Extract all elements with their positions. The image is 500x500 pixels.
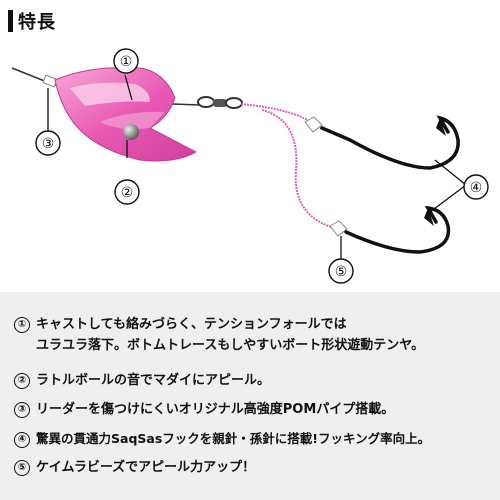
feature-item-1: ① キャストしても絡みづらく、テンションフォールでは ユラユラ落下。ボトムトレース…	[14, 314, 424, 356]
svg-text:③: ③	[42, 136, 55, 152]
assist-line-sub	[261, 109, 335, 229]
svg-text:⑤: ⑤	[335, 264, 348, 280]
bead-1	[304, 116, 323, 133]
feature-text: リーダーを傷つけにくいオリジナル高強度POMパイプ搭載。	[36, 402, 395, 417]
rattle-ball	[123, 124, 139, 140]
sinker-highlight	[70, 82, 150, 106]
feature-number: ④	[14, 432, 30, 448]
feature-item-5: ⑤ ケイムラビーズでアピール力アップ！	[14, 457, 255, 478]
sinker-fin	[100, 111, 165, 130]
feature-list: ① キャストしても絡みづらく、テンションフォールでは ユラユラ落下。ボトムトレース…	[0, 292, 500, 500]
feature-text: ラトルボールの音でマダイにアピール。	[36, 373, 271, 388]
tenya-diagram: ① ② ③ ④ ⑤	[11, 48, 489, 284]
svg-text:①: ①	[120, 54, 133, 70]
callout-4: ④	[463, 174, 489, 200]
callout-5: ⑤	[328, 258, 354, 284]
main-hook	[320, 115, 460, 170]
svg-text:④: ④	[470, 180, 483, 196]
feature-text: 驚異の貫通力SaqSasフックを親針・孫針に搭載!フッキング率向上。	[36, 431, 431, 446]
sinker-head	[54, 67, 198, 162]
stinger-hook	[344, 205, 451, 254]
callout-2: ②	[114, 179, 140, 205]
page-title: 特長	[18, 12, 56, 33]
feature-number: ①	[14, 317, 30, 333]
svg-text:②: ②	[121, 185, 134, 201]
callout-3: ③	[35, 130, 61, 156]
swivel	[197, 96, 243, 109]
feature-item-4: ④ 驚異の貫通力SaqSasフックを親針・孫針に搭載!フッキング率向上。	[14, 428, 430, 449]
feature-item-2: ② ラトルボールの音でマダイにアピール。	[14, 370, 270, 391]
feature-number: ③	[14, 402, 30, 418]
feature-text-cont: ユラユラ落下。ボトムトレースもしやすいボート形状遊動テンヤ。	[36, 338, 425, 353]
callout-1: ①	[113, 48, 139, 74]
bead-2	[329, 220, 348, 237]
header-accent-bar	[8, 10, 13, 32]
feature-text: キャストしても絡みづらく、テンションフォールでは	[36, 317, 347, 332]
feature-text: ケイムラビーズでアピール力アップ！	[36, 460, 256, 475]
header: 特長	[0, 0, 500, 40]
feature-number: ⑤	[14, 460, 30, 476]
feature-number: ②	[14, 373, 30, 389]
feature-item-3: ③ リーダーを傷つけにくいオリジナル高強度POMパイプ搭載。	[14, 399, 394, 420]
